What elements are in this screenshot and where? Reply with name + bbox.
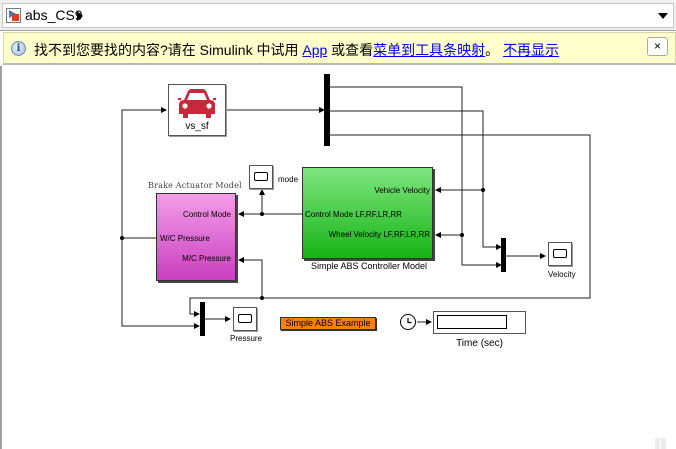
breadcrumb-model[interactable]: abs_CS9 xyxy=(25,7,83,23)
banner-text-middle: 或查看 xyxy=(327,42,374,58)
abs-controller-block[interactable]: Vehicle Velocity Control Mode LF,RF,LR,R… xyxy=(302,167,433,259)
simple-abs-example-annotation[interactable]: Simple ABS Example xyxy=(280,317,376,330)
time-display-label: Time (sec) xyxy=(456,338,503,349)
scope-screen-icon xyxy=(553,249,567,258)
port-control-mode-out: Control Mode LF,RF,LR,RR xyxy=(305,210,402,219)
chevron-down-icon[interactable] xyxy=(658,13,668,19)
signal-wc-pressure-to-vehicle xyxy=(121,107,167,239)
brake-actuator-block[interactable]: Control Mode W/C Pressure M/C Pressure xyxy=(156,193,236,281)
address-bar: abs_CS9 xyxy=(0,0,676,31)
branch-point xyxy=(260,296,264,300)
signal-demux-out3 xyxy=(238,134,591,299)
banner-period: 。 xyxy=(485,42,500,58)
pressure-mux-block xyxy=(200,302,205,336)
demux-block xyxy=(324,74,330,146)
scope-screen-icon xyxy=(238,314,252,323)
chevron-right-icon[interactable] xyxy=(77,11,83,21)
car-icon xyxy=(178,89,216,118)
port-wc-pressure-out: W/C Pressure xyxy=(160,234,210,243)
vehicle-block[interactable]: vs_sf xyxy=(168,84,226,136)
velocity-scope-block[interactable] xyxy=(548,242,572,266)
brake-model-title: Brake Actuator Model xyxy=(148,181,242,190)
info-banner: i 找不到您要找的内容?请在 Simulink 中试用 App 或查看菜单到工具… xyxy=(3,32,676,65)
port-control-mode-in: Control Mode xyxy=(182,210,231,219)
port-vehicle-velocity-in: Vehicle Velocity xyxy=(374,186,430,195)
menu-to-toolstrip-link[interactable]: 菜单到工具条映射 xyxy=(373,42,486,58)
signal-mc-to-pressure-mux xyxy=(189,297,262,317)
branch-point xyxy=(460,233,464,237)
display-window xyxy=(437,315,507,329)
time-display-block[interactable] xyxy=(433,311,526,334)
pressure-scope-label: Pressure xyxy=(230,334,263,343)
mode-scope-label: mode xyxy=(278,175,299,184)
banner-text-before: 找不到您要找的内容?请在 Simulink 中试用 xyxy=(34,42,303,58)
clock-block[interactable] xyxy=(400,314,416,330)
port-mc-pressure-in: M/C Pressure xyxy=(182,254,231,263)
branch-point xyxy=(481,188,485,192)
resize-grip[interactable] xyxy=(655,437,675,449)
mode-scope-block[interactable] xyxy=(249,165,273,189)
signal-wc-pressure-to-pressure-mux xyxy=(121,238,200,329)
branch-point xyxy=(260,212,264,216)
scope-screen-icon xyxy=(254,172,268,181)
signal-demux-out1 xyxy=(329,86,502,268)
banner-message: 找不到您要找的内容?请在 Simulink 中试用 App 或查看菜单到工具条映… xyxy=(34,40,559,60)
pressure-scope-block[interactable] xyxy=(233,307,257,331)
simulink-model-icon[interactable] xyxy=(6,8,21,23)
close-banner-button[interactable]: × xyxy=(647,37,668,56)
breadcrumb: abs_CS9 xyxy=(2,3,674,28)
velocity-scope-label: Velocity xyxy=(548,270,576,279)
abs-controller-caption: Simple ABS Controller Model xyxy=(310,261,428,271)
vehicle-block-label: vs_sf xyxy=(185,121,209,132)
clock-icon xyxy=(407,318,412,324)
port-wheel-velocity-in: Wheel Velocity LF,RF,LR,RR xyxy=(328,230,430,239)
velocity-mux-block xyxy=(501,238,506,272)
app-link[interactable]: App xyxy=(302,42,328,58)
signal-demux-out2 xyxy=(329,110,502,250)
branch-point xyxy=(120,236,124,240)
dont-show-again-link[interactable]: 不再显示 xyxy=(503,42,560,58)
info-icon: i xyxy=(11,41,26,56)
